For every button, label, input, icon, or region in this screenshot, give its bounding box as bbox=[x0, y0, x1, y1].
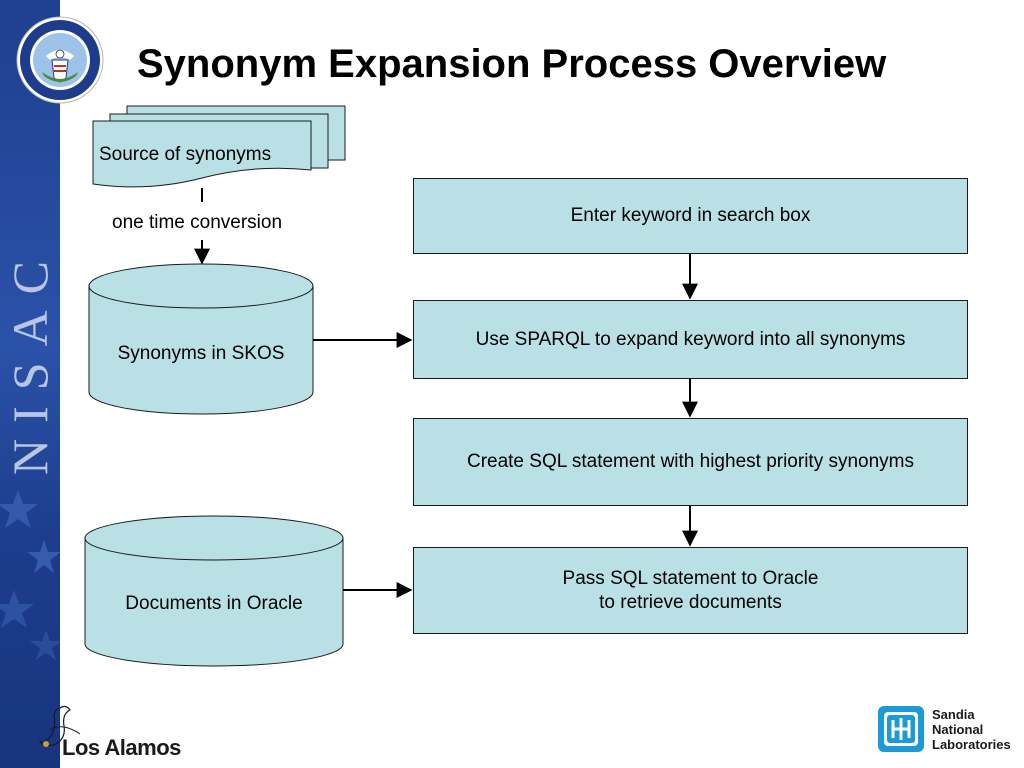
los-alamos-wordmark: Los Alamos bbox=[62, 735, 181, 760]
step-sparql-expand: Use SPARQL to expand keyword into all sy… bbox=[413, 300, 968, 379]
sandia-line-1: Sandia bbox=[932, 707, 975, 722]
step-enter-keyword: Enter keyword in search box bbox=[413, 178, 968, 254]
star-field-decoration bbox=[0, 490, 60, 660]
step-create-sql: Create SQL statement with highest priori… bbox=[413, 418, 968, 506]
step-pass-sql-label: Pass SQL statement to Oracle to retrieve… bbox=[562, 567, 819, 613]
sandia-logo-icon bbox=[878, 706, 924, 752]
sandia-line-2: National bbox=[932, 722, 984, 737]
step-create-sql-label: Create SQL statement with highest priori… bbox=[466, 451, 915, 472]
synonyms-skos-label: Synonyms in SKOS bbox=[117, 343, 285, 364]
sandia-wordmark: Sandia National Laboratories bbox=[932, 707, 1011, 752]
documents-oracle-cylinder bbox=[84, 515, 344, 667]
documents-oracle-label: Documents in Oracle bbox=[125, 593, 303, 614]
source-documents-icon bbox=[92, 105, 346, 188]
one-time-conversion-label: one time conversion bbox=[112, 212, 283, 233]
sidebar: NISAC bbox=[0, 0, 60, 768]
step-sparql-expand-label: Use SPARQL to expand keyword into all sy… bbox=[475, 328, 906, 350]
source-of-synonyms-label: Source of synonyms bbox=[99, 144, 272, 165]
los-alamos-logo-icon bbox=[38, 705, 81, 747]
step-enter-keyword-label: Enter keyword in search box bbox=[570, 205, 811, 226]
synonyms-skos-cylinder bbox=[88, 263, 314, 415]
step-pass-sql: Pass SQL statement to Oracle to retrieve… bbox=[413, 547, 968, 634]
homeland-security-seal-icon bbox=[16, 16, 104, 104]
page-title: Synonym Expansion Process Overview bbox=[137, 42, 887, 86]
sandia-line-3: Laboratories bbox=[932, 737, 1011, 752]
